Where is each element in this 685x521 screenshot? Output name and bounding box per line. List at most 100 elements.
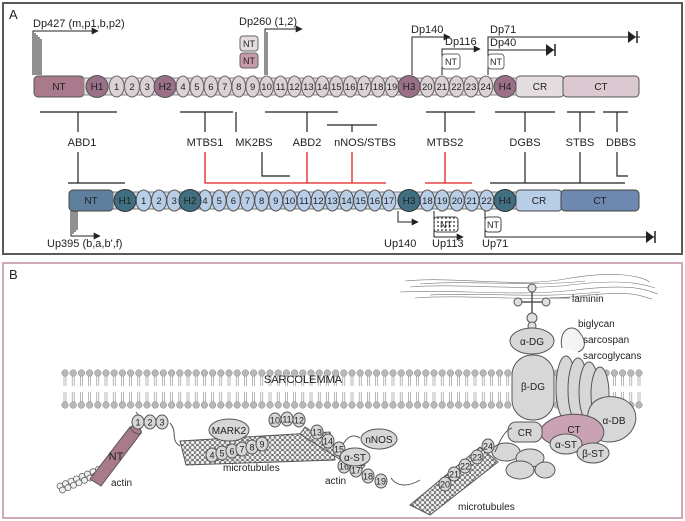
svg-text:α-DB: α-DB <box>602 416 625 427</box>
dp140-arrow <box>411 33 451 75</box>
svg-text:CR: CR <box>518 428 532 439</box>
svg-text:22: 22 <box>481 196 492 207</box>
dystrophin-cr: CR <box>507 421 543 443</box>
dys-repeat-4: 4 <box>175 75 191 98</box>
svg-text:H3: H3 <box>403 196 416 207</box>
svg-text:7: 7 <box>239 445 244 455</box>
svg-text:14: 14 <box>317 82 328 93</box>
beta-syntrophin: β-ST <box>576 442 610 464</box>
utr-repeat-22: 22 <box>478 189 495 212</box>
nnos-stbs-label: nNOS/STBS <box>334 137 396 149</box>
utr-nt-box-2: NT <box>484 216 502 233</box>
dys-repeat-22: 22 <box>448 75 465 98</box>
abd1-label: ABD1 <box>68 137 97 149</box>
panel-a-border <box>2 2 683 255</box>
svg-text:21: 21 <box>467 196 478 207</box>
svg-text:β-DG: β-DG <box>521 382 545 393</box>
svg-text:5: 5 <box>217 196 222 207</box>
svg-text:NT: NT <box>109 451 124 463</box>
dys-repeat-16: 16 <box>342 75 358 98</box>
svg-text:17: 17 <box>359 82 370 93</box>
utr-ct-label: CT <box>593 196 606 207</box>
dys-repeat-2: 2 <box>124 75 140 98</box>
dgbs-label: DGBS <box>509 137 540 149</box>
dystrophin-nt-cylinder: NT <box>89 425 142 487</box>
svg-text:16: 16 <box>339 462 349 472</box>
dys-repeat-12: 12 <box>287 75 302 98</box>
svg-text:α-ST: α-ST <box>344 453 366 464</box>
dys-repeat-15: 15 <box>329 75 344 98</box>
svg-text:1: 1 <box>135 418 140 428</box>
svg-text:H3: H3 <box>403 82 416 93</box>
nt-box-dp260-2: NT <box>239 52 259 69</box>
repeat-6: 6 <box>225 443 239 459</box>
sarcospan-label: sarcospan <box>583 335 629 346</box>
repeat-11: 11 <box>280 411 294 427</box>
svg-text:NT: NT <box>490 57 502 67</box>
mark2-protein: MARK2 <box>208 418 250 442</box>
svg-text:9: 9 <box>273 196 278 207</box>
dp260-label: Dp260 (1,2) <box>239 16 297 28</box>
dys-repeat-10: 10 <box>259 75 274 98</box>
svg-text:12: 12 <box>313 196 324 207</box>
binding-sites <box>40 111 628 184</box>
svg-text:13: 13 <box>312 428 322 438</box>
dys-repeat-19: 19 <box>384 75 400 98</box>
microtubules-right-label: microtubules <box>458 502 515 513</box>
svg-text:22: 22 <box>451 82 462 93</box>
laminin <box>513 283 551 331</box>
dys-hinge-h2: H2 <box>153 75 177 98</box>
svg-text:MARK2: MARK2 <box>212 426 247 437</box>
utr-nt-label: NT <box>84 196 97 207</box>
dys-repeat-5: 5 <box>189 75 205 98</box>
dp40-arrowhead <box>546 44 554 56</box>
alpha-syntrophin-red: α-ST <box>339 447 371 467</box>
svg-text:10: 10 <box>285 196 296 207</box>
alpha-dystroglycan: α-DG <box>509 327 555 355</box>
stbs-label: STBS <box>566 137 595 149</box>
svg-text:19: 19 <box>376 477 386 487</box>
cr-associated-proteins <box>491 442 556 480</box>
up71-arrowhead <box>646 231 654 243</box>
panel-a-label: A <box>9 7 18 22</box>
svg-text:11: 11 <box>282 415 291 425</box>
svg-text:α-DG: α-DG <box>520 337 544 348</box>
dp260-arrow <box>264 25 303 75</box>
svg-text:H2: H2 <box>159 82 172 93</box>
utr-repeat-16: 16 <box>367 189 383 212</box>
repeat-9: 9 <box>255 436 269 452</box>
svg-text:20: 20 <box>440 480 450 490</box>
utr-repeat-14: 14 <box>339 189 354 212</box>
red-binding-lines <box>204 152 472 184</box>
utr-repeat-11: 11 <box>296 189 312 212</box>
svg-text:H1: H1 <box>91 82 104 93</box>
dp40-label: Dp40 <box>490 37 516 49</box>
repeat-13: 13 <box>310 424 324 440</box>
svg-text:NT: NT <box>445 57 457 67</box>
repeat-24: 24 <box>481 438 495 454</box>
dys-repeat-13: 13 <box>301 75 316 98</box>
dp116-label: Dp116 <box>445 36 477 48</box>
dys-hinge-h1: H1 <box>85 75 109 98</box>
svg-text:H2: H2 <box>184 196 197 207</box>
svg-text:4: 4 <box>180 82 185 93</box>
dys-repeat-6: 6 <box>203 75 219 98</box>
svg-text:23: 23 <box>466 82 477 93</box>
svg-text:NT: NT <box>243 39 255 49</box>
svg-text:22: 22 <box>460 462 470 472</box>
svg-text:4: 4 <box>202 196 207 207</box>
repeat-22: 22 <box>458 458 472 474</box>
svg-text:α-ST: α-ST <box>555 440 577 451</box>
utr-repeat-12: 12 <box>310 189 326 212</box>
svg-text:24: 24 <box>480 82 491 93</box>
utr-cr-label: CR <box>532 196 546 207</box>
dp140-label: Dp140 <box>411 24 443 36</box>
laminin-label: laminin <box>572 294 604 305</box>
dbbs-stem-bottom <box>616 152 628 177</box>
beta-dystroglycan: β-DG <box>511 354 555 421</box>
utr-nt-box-1: NT <box>433 216 459 233</box>
repeat-12: 12 <box>292 412 306 428</box>
